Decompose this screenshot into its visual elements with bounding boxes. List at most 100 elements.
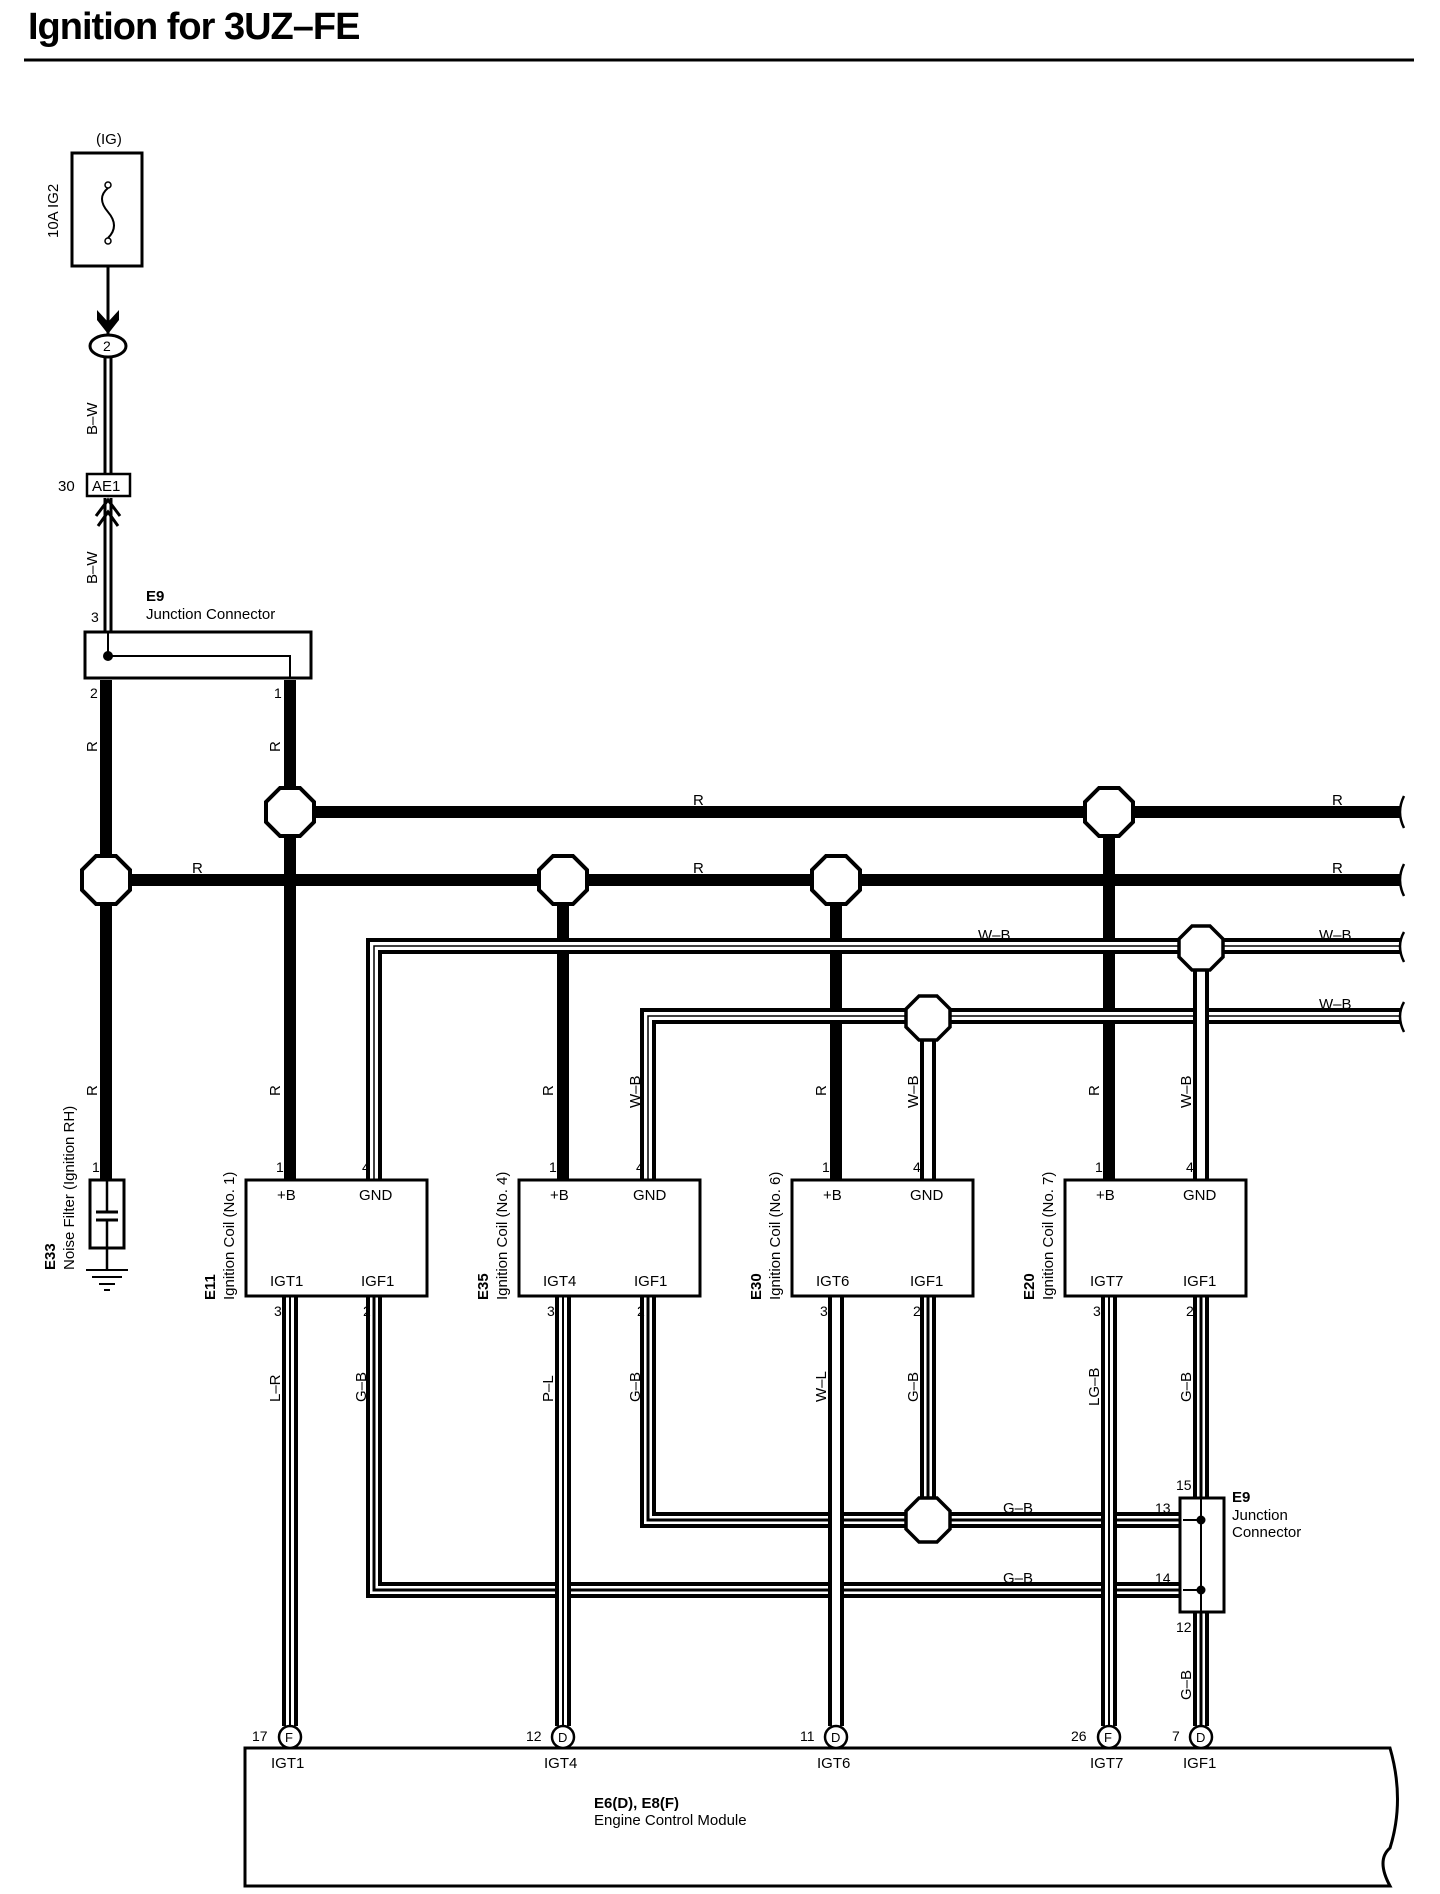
coil-1-name: Ignition Coil (No. 1) (221, 1172, 238, 1300)
ecm-terminal-pin: 12 (526, 1728, 542, 1744)
wire-label-bw-2: B–W (84, 551, 101, 584)
coil-7-pin-b: 1 (1095, 1159, 1103, 1175)
engine-control-module: E6(D), E8(F) Engine Control Module 17 F … (243, 1724, 1399, 1888)
splice (264, 786, 316, 838)
coil-7-pin-igf: 2 (1186, 1303, 1194, 1319)
wire-signals (282, 1296, 1117, 1726)
wire-label-gb-h1: G–B (1003, 1500, 1033, 1517)
coil-7-igt-label: IGT7 (1090, 1273, 1123, 1290)
coil-7-igf-label: IGF1 (1183, 1273, 1216, 1290)
coil-6-igf-label: IGF1 (910, 1273, 943, 1290)
wire-label-gb-c1: G–B (353, 1372, 370, 1402)
coil-1-pin-igt: 3 (274, 1303, 282, 1319)
junction-top-pin-3: 3 (91, 609, 99, 625)
coil-4-pin-igt: 3 (547, 1303, 555, 1319)
connector-ig-2: 2 (88, 310, 128, 359)
connector-arrow-icon (97, 310, 119, 334)
wire-label-wb-c7: W–B (1178, 1075, 1195, 1108)
ecm-box (243, 1746, 1399, 1888)
splice (537, 854, 589, 906)
junction-top-pin-2: 2 (90, 685, 98, 701)
coil-6-b-label: +B (823, 1187, 842, 1204)
coil-7-pin-gnd: 4 (1186, 1159, 1194, 1175)
splice (80, 854, 132, 906)
wire-label-r-lower-right: R (1332, 860, 1343, 877)
coil-7-b-label: +B (1096, 1187, 1115, 1204)
wire-label-r-c1: R (267, 1085, 284, 1096)
splice (904, 994, 952, 1042)
ignition-coil-6: 1 4 +B GND IGT6 IGF1 3 2 E30 Ignition Co… (748, 1159, 975, 1319)
wire-label-r-1: R (84, 741, 101, 752)
ecm-name: Engine Control Module (594, 1812, 747, 1829)
wire-label-gb-c7: G–B (1178, 1372, 1195, 1402)
fuse-box: (IG) 10A IG2 (45, 131, 144, 268)
coil-1-pin-igf: 2 (363, 1303, 371, 1319)
coil-1-igf-label: IGF1 (361, 1273, 394, 1290)
ecm-terminal-igt4: 12 D IGT4 (526, 1724, 577, 1772)
coil-7-gnd-label: GND (1183, 1187, 1217, 1204)
coil-4-b-label: +B (550, 1187, 569, 1204)
noise-filter-pin: 1 (92, 1159, 100, 1175)
ecm-terminal-label: IGT1 (271, 1755, 304, 1772)
splice (904, 1496, 952, 1544)
wire-label-gb-ecm: G–B (1178, 1670, 1195, 1700)
wire-label-r-c4: R (540, 1085, 557, 1096)
wire-label-pl: P–L (540, 1375, 557, 1402)
ecm-terminal-igf1: 7 D IGF1 (1172, 1724, 1216, 1772)
coil-1-b-label: +B (277, 1187, 296, 1204)
junction-right-name-1: Junction (1232, 1507, 1288, 1524)
wire-label-wb-c4: W–B (627, 1075, 644, 1108)
coil-1-gnd-label: GND (359, 1187, 393, 1204)
coil-4-pin-igf: 2 (637, 1303, 645, 1319)
coil-7-code: E20 (1021, 1273, 1038, 1300)
connector-ae1: 30 AE1 (58, 472, 132, 527)
noise-filter: 1 E33 Noise Filter (Ignition RH) (42, 1106, 128, 1291)
coil-6-gnd-label: GND (910, 1187, 944, 1204)
coil-1-pin-b: 1 (276, 1159, 284, 1175)
coil-4-name: Ignition Coil (No. 4) (494, 1172, 511, 1300)
wire-label-wb-second-right: W–B (1319, 996, 1352, 1013)
junction-right-name-2: Connector (1232, 1524, 1301, 1541)
ecm-terminal-label: IGT6 (817, 1755, 850, 1772)
page-title: Ignition for 3UZ–FE (28, 6, 360, 48)
coil-6-pin-b: 1 (822, 1159, 830, 1175)
junction-right-pin-14: 14 (1155, 1570, 1171, 1586)
wire-label-r-upper-mid: R (693, 792, 704, 809)
coil-6-pin-gnd: 4 (913, 1159, 921, 1175)
ignition-coil-4: 1 4 +B GND IGT4 IGF1 3 2 E35 Ignition Co… (475, 1159, 702, 1319)
connector-ae1-label: AE1 (92, 478, 120, 495)
wire-label-r-2: R (267, 741, 284, 752)
junction-connector-right: 15 13 14 12 E9 Junction Connector (1155, 1477, 1301, 1635)
noise-filter-name: Noise Filter (Ignition RH) (61, 1106, 78, 1270)
ecm-terminal-label: IGT4 (544, 1755, 577, 1772)
coil-7-name: Ignition Coil (No. 7) (1040, 1172, 1057, 1300)
wire-label-r-nf: R (84, 1085, 101, 1096)
junction-top-name: Junction Connector (146, 606, 275, 623)
ignition-coil-7: 1 4 +B GND IGT7 IGF1 3 2 E20 Ignition Co… (1021, 1159, 1248, 1319)
ecm-terminal-igt7: 26 F IGT7 (1071, 1724, 1123, 1772)
wire-label-r-lower-mid: R (693, 860, 704, 877)
ecm-terminal-conn: F (1104, 1730, 1112, 1745)
wire-label-wl: W–L (813, 1371, 830, 1402)
wire-label-r-upper-right: R (1332, 792, 1343, 809)
fuse-ig-label: (IG) (96, 131, 122, 148)
wire-label-r-lower-left: R (192, 860, 203, 877)
wire-label-lgb: LG–B (1086, 1368, 1103, 1406)
wire-break-marks (1398, 795, 1406, 1033)
wire-layer (100, 262, 1406, 1726)
ecm-terminal-pin: 7 (1172, 1728, 1180, 1744)
ecm-terminal-pin: 11 (800, 1728, 815, 1744)
wire-label-r-c6: R (813, 1085, 830, 1096)
wire-label-r-c7: R (1086, 1085, 1103, 1096)
wire-label-lr: L–R (267, 1374, 284, 1402)
junction-right-pin-13: 13 (1155, 1500, 1171, 1516)
coil-4-pin-b: 1 (549, 1159, 557, 1175)
coil-4-pin-gnd: 4 (636, 1159, 644, 1175)
wire-wb (366, 938, 1400, 1180)
wire-label-wb-c6: W–B (905, 1075, 922, 1108)
wire-label-gb-c4: G–B (627, 1372, 644, 1402)
ecm-terminal-conn: F (285, 1730, 293, 1745)
coil-4-code: E35 (475, 1273, 492, 1300)
coil-7-pin-igt: 3 (1093, 1303, 1101, 1319)
